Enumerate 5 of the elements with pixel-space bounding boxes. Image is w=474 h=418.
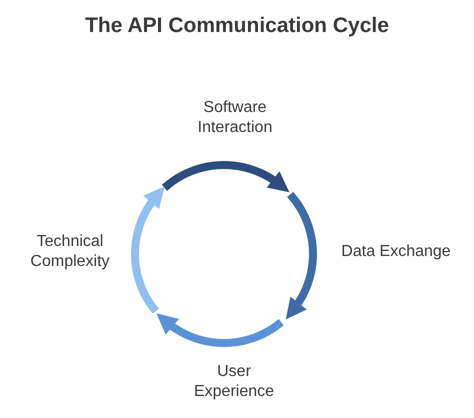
cycle-stage-label: Data Exchange <box>340 242 452 262</box>
cycle-stage-label: Software Interaction <box>196 98 274 138</box>
cycle-stage-label: User Experience <box>192 362 276 402</box>
cycle-stage-label: Technical Complexity <box>29 232 111 272</box>
title: The API Communication Cycle <box>84 14 390 38</box>
